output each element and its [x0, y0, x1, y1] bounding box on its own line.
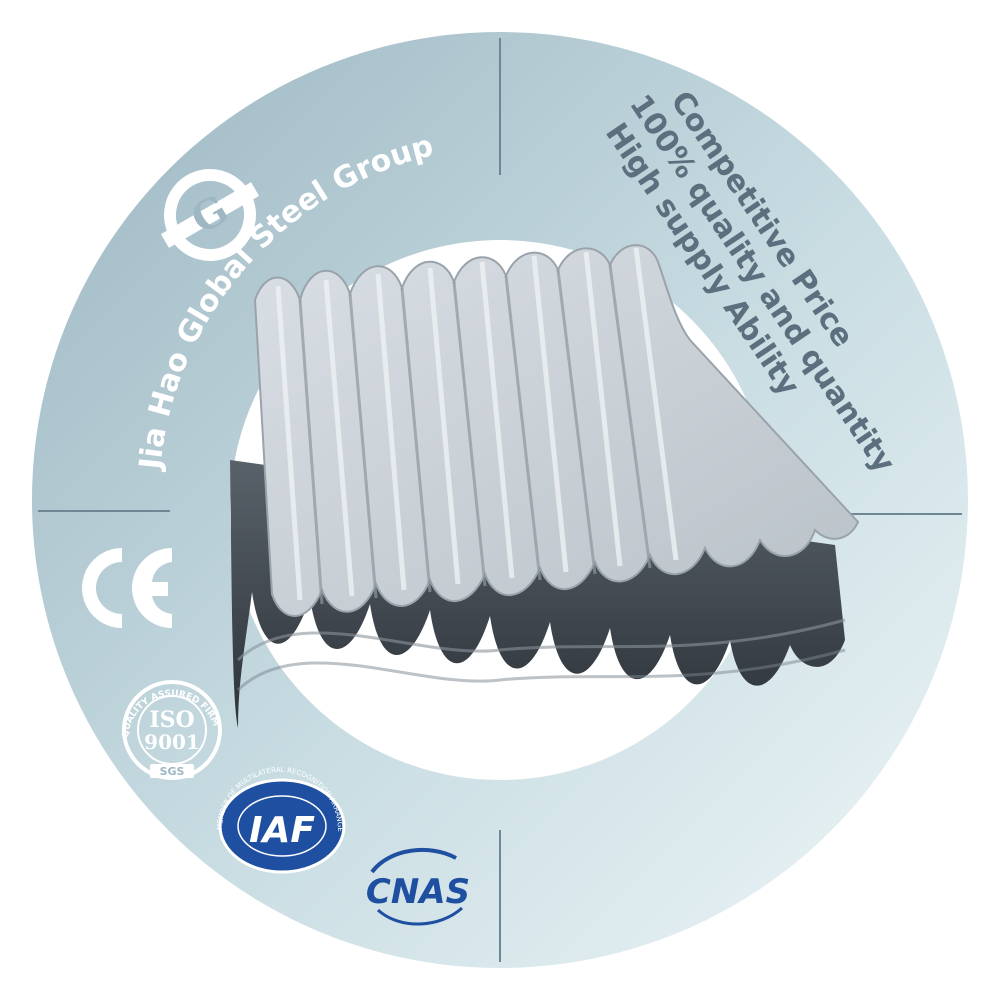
iso-footer: SGS — [160, 765, 185, 778]
cnas-logo-icon: CNAS — [366, 847, 470, 926]
iso-line1: ISO — [149, 707, 194, 733]
corrugated-steel-sheet-icon — [230, 244, 860, 728]
cnas-mark: CNAS — [366, 872, 470, 912]
ring — [31, 32, 968, 968]
ring-band — [31, 32, 968, 968]
iaf-mark: IAF — [249, 810, 315, 851]
sheet-ridges — [275, 247, 679, 601]
iso-line2: 9001 — [144, 730, 200, 754]
ce-mark-icon — [82, 548, 172, 628]
